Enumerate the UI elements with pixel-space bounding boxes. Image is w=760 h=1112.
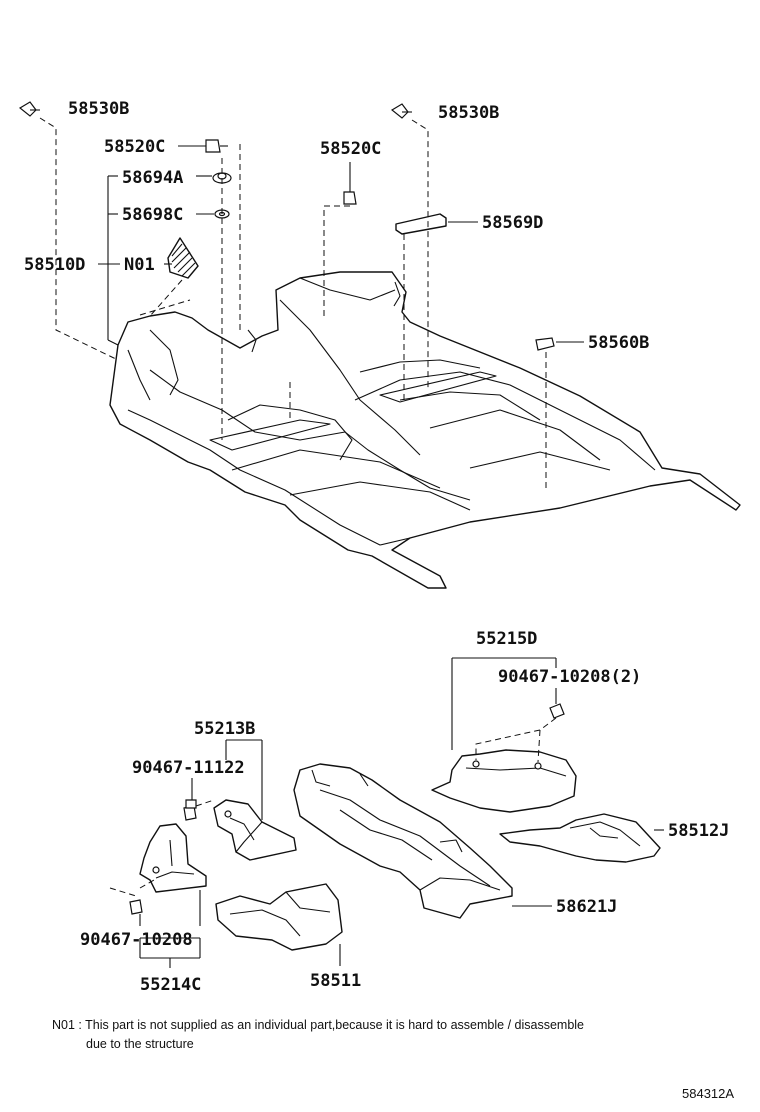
leader-lines-lower [139,657,664,968]
clip-58520c-left [205,139,228,153]
bolt-90467-11122 [183,799,215,821]
label-55214c: 55214C [140,975,201,995]
label-n01: N01 [124,255,155,275]
clip-58560b [535,337,555,351]
insulator-58511 [215,883,343,951]
clip-58520c-right [343,191,357,205]
label-90467-11122: 90467-11122 [132,758,245,778]
assembly-lines-top [39,117,547,490]
bolt-90467-10208 [109,879,155,915]
insulator-55214c [139,823,207,893]
label-58520c-left: 58520C [104,137,165,157]
label-58510d: 58510D [24,255,85,275]
label-58530b-left: 58530B [68,99,129,119]
insulator-58621j [293,763,513,919]
footnote-line-1: N01 : This part is not supplied as an in… [52,1018,585,1032]
label-58698c: 58698C [122,205,183,225]
pad-58569d [395,213,447,235]
label-55215d: 55215D [476,629,537,649]
part-number-labels: 58530B 58530B 58520C 58520C 58694A 58698… [24,99,729,995]
clip-58530b-left [18,101,40,117]
footnote-line-2: due to the structure [86,1037,194,1051]
label-90467-10208: 90467-10208 [80,930,193,950]
leader-lines-top [98,145,584,346]
insulator-55215d [431,749,577,813]
diagram-code: 584312A [682,1086,735,1101]
bolt-90467-10208-pair [475,703,565,763]
label-58512j: 58512J [668,821,729,841]
label-58520c-right: 58520C [320,139,381,159]
label-58530b-right: 58530B [438,103,499,123]
clip-58530b-right [390,103,412,119]
label-90467-10208-2: 90467-10208(2) [498,667,641,687]
label-55213b: 55213B [194,719,255,739]
label-58560b: 58560B [588,333,649,353]
n01-triangle-piece [167,237,199,279]
label-58569d: 58569D [482,213,543,233]
floor-carpet-58510d [109,271,741,589]
insulator-55213b [213,799,297,861]
insulator-58512j [499,813,661,863]
label-58621j: 58621J [556,897,617,917]
label-58511: 58511 [310,971,361,991]
label-58694a: 58694A [122,168,183,188]
